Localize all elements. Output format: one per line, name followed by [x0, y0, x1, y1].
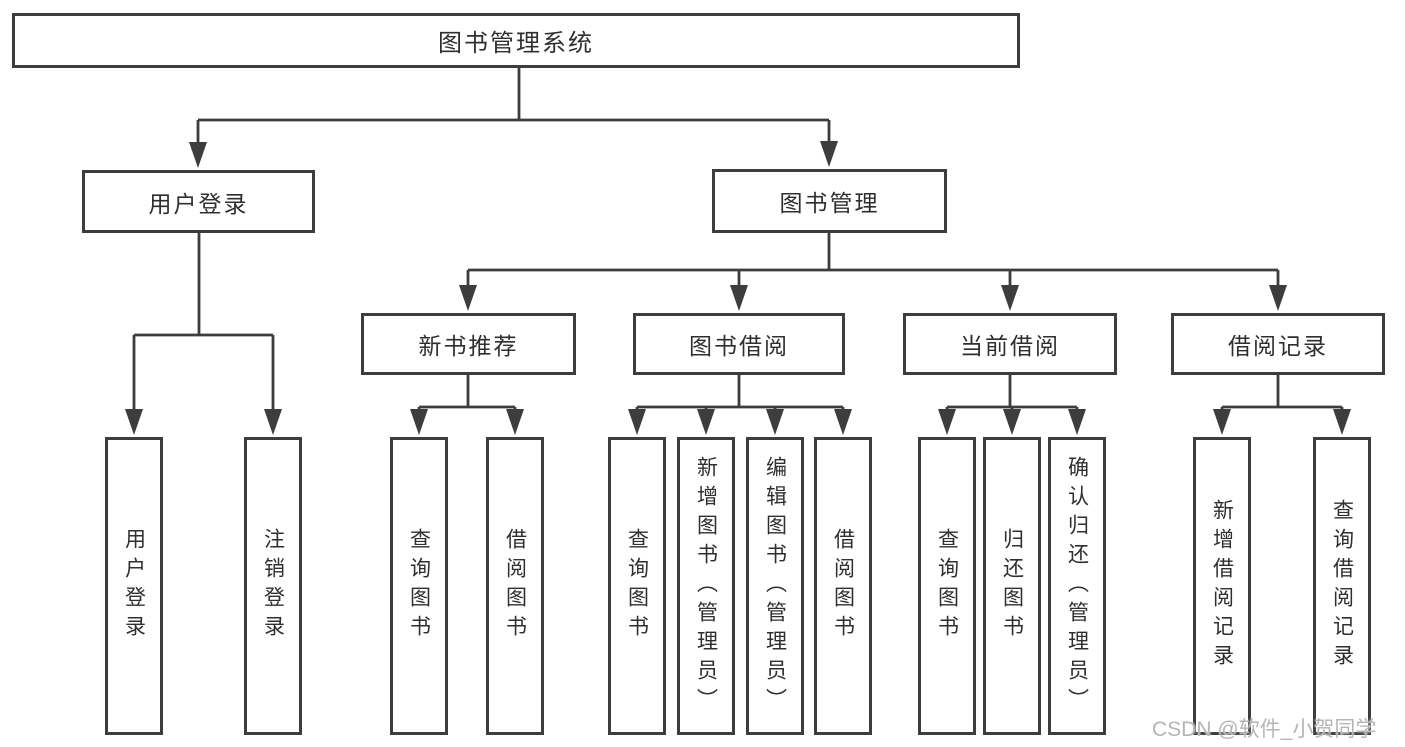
leaf-return-book: 归还图书 — [983, 437, 1041, 735]
watermark: CSDN @软件_小贺同学 — [1152, 718, 1377, 741]
leaf-logout: 注销登录 — [244, 437, 302, 735]
node-new-book-recommend: 新书推荐 — [361, 313, 576, 375]
leaf-logout-label: 注销登录 — [261, 528, 285, 644]
node-user-login: 用户登录 — [82, 170, 315, 233]
leaf-add-borrow-record-label: 新增借阅记录 — [1210, 499, 1234, 673]
leaf-user-login-label: 用户登录 — [122, 528, 146, 644]
node-book-borrow-label: 图书借阅 — [689, 333, 789, 359]
node-book-management-label: 图书管理 — [779, 190, 880, 216]
leaf-borrow-book-recommend-label: 借阅图书 — [503, 528, 527, 644]
leaf-edit-book-admin: 编辑图书（管理员） — [746, 437, 804, 735]
leaf-search-borrow-record-label: 查询借阅记录 — [1330, 499, 1354, 673]
node-new-book-recommend-label: 新书推荐 — [418, 333, 519, 359]
leaf-search-book-current: 查询图书 — [918, 437, 976, 735]
leaf-user-login: 用户登录 — [105, 437, 163, 735]
leaf-borrow-book-label: 借阅图书 — [831, 528, 855, 644]
node-current-borrow: 当前借阅 — [903, 313, 1117, 375]
leaf-search-book-borrow: 查询图书 — [608, 437, 666, 735]
leaf-search-borrow-record: 查询借阅记录 — [1313, 437, 1371, 735]
leaf-add-book-admin: 新增图书（管理员） — [677, 437, 735, 735]
node-current-borrow-label: 当前借阅 — [960, 333, 1060, 359]
node-borrow-records-label: 借阅记录 — [1228, 333, 1328, 359]
leaf-search-book-current-label: 查询图书 — [935, 528, 959, 644]
node-borrow-records: 借阅记录 — [1171, 313, 1385, 375]
leaf-confirm-return-admin: 确认归还（管理员） — [1048, 437, 1106, 735]
leaf-edit-book-admin-label: 编辑图书（管理员） — [763, 455, 787, 717]
node-root-label: 图书管理系统 — [438, 30, 594, 57]
leaf-search-book-borrow-label: 查询图书 — [625, 528, 649, 644]
leaf-add-book-admin-label: 新增图书（管理员） — [694, 455, 718, 717]
leaf-add-borrow-record: 新增借阅记录 — [1193, 437, 1251, 735]
leaf-search-book-recommend-label: 查询图书 — [407, 528, 431, 644]
node-root: 图书管理系统 — [12, 13, 1020, 68]
leaf-confirm-return-admin-label: 确认归还（管理员） — [1065, 455, 1089, 717]
node-book-borrow: 图书借阅 — [633, 313, 845, 375]
leaf-search-book-recommend: 查询图书 — [390, 437, 448, 735]
node-book-management: 图书管理 — [712, 169, 947, 233]
node-user-login-label: 用户登录 — [148, 190, 249, 217]
leaf-borrow-book: 借阅图书 — [814, 437, 872, 735]
leaf-return-book-label: 归还图书 — [1000, 528, 1024, 644]
leaf-borrow-book-recommend: 借阅图书 — [486, 437, 544, 735]
